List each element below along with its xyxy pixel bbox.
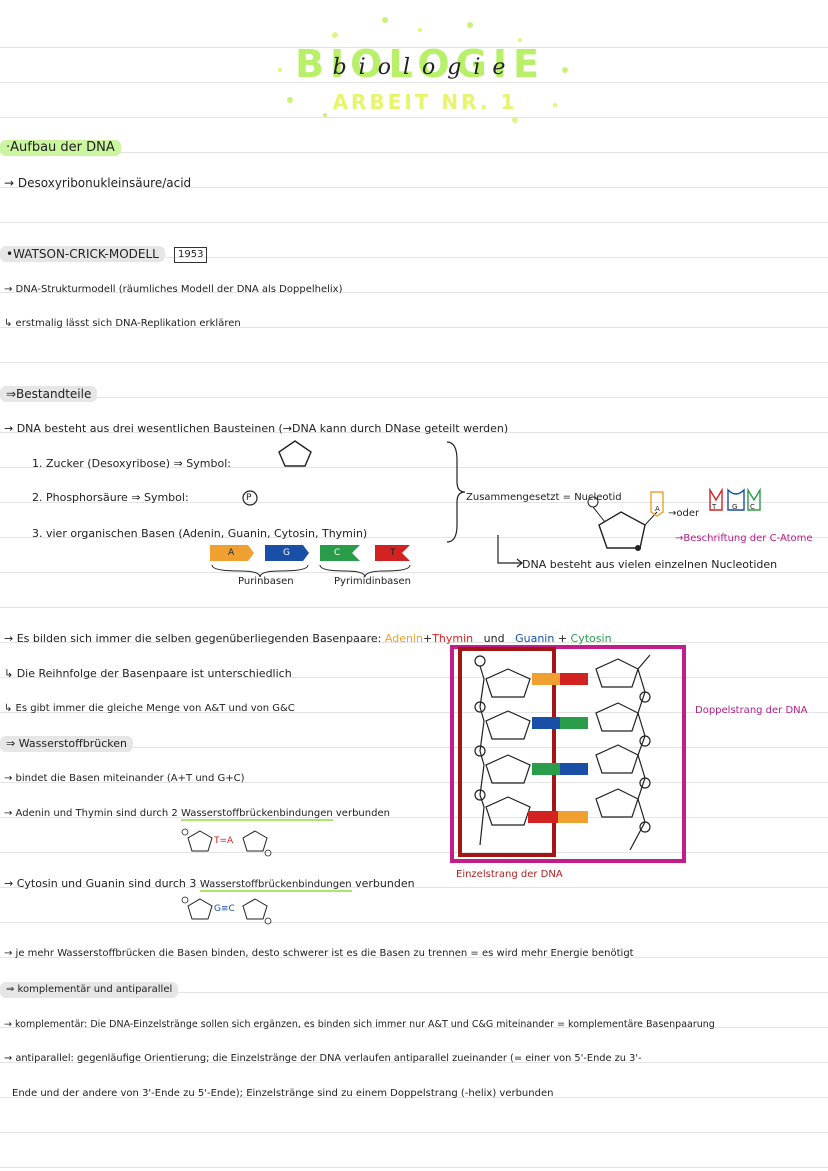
beschriftung-text: →Beschriftung der C-Atome xyxy=(675,533,813,544)
at-bond-diagram xyxy=(181,828,272,857)
wasserstoff-line3: → Cytosin und Guanin sind durch 3 Wasser… xyxy=(4,877,415,892)
dna-double-strand-diagram xyxy=(450,645,686,863)
base-label-c: C xyxy=(334,548,341,558)
watson-line2: ↳ erstmalig lässt sich DNA-Replikation e… xyxy=(4,318,241,329)
heading-komplementaer: ⇒ komplementär und antiparallel xyxy=(0,982,179,998)
cytosin-label: Cytosin xyxy=(570,632,612,645)
at-bond-label: T=A xyxy=(214,836,234,846)
oder-text: →oder xyxy=(668,508,700,519)
arrow-dna-besteht xyxy=(497,535,523,568)
heading-wasserstoff: ⇒ Wasserstoffbrücken xyxy=(0,736,133,752)
nucleotide-base-a: A xyxy=(655,505,660,513)
guanin-label: Guanin xyxy=(515,632,555,645)
doppelstrang-label: Doppelstrang der DNA xyxy=(695,705,808,716)
dna-besteht-text: DNA besteht aus vielen einzelnen Nucleot… xyxy=(522,558,778,571)
plus-2: + xyxy=(557,632,568,645)
alternative-bases xyxy=(709,487,761,511)
einzelstrang-label: Einzelstrang der DNA xyxy=(456,869,563,880)
base-shapes xyxy=(210,545,411,578)
heading-bestandteile: ⇒Bestandteile xyxy=(0,386,98,402)
komplementaer-line2: → antiparallel: gegenläufige Orientierun… xyxy=(4,1053,642,1064)
bestandteile-item2: 2. Phosphorsäure ⇒ Symbol: xyxy=(32,491,189,504)
wasserstoff-line3-prefix: → Cytosin und Guanin sind durch 3 xyxy=(4,877,197,890)
alt-base-c: C xyxy=(750,503,755,511)
plus-1: + xyxy=(422,632,433,645)
wasserstoff-line4: → je mehr Wasserstoffbrücken die Basen b… xyxy=(4,948,634,959)
wasserstoff-line3-suffix: verbunden xyxy=(355,877,415,890)
heading-aufbau: ·Aufbau der DNA xyxy=(0,140,121,156)
wasserstoff-line1: → bindet die Basen miteinander (A+T und … xyxy=(4,773,245,784)
year-box: 1953 xyxy=(174,247,208,263)
phosphate-symbol: P xyxy=(246,493,252,503)
bestandteile-line1: → DNA besteht aus drei wesentlichen Baus… xyxy=(4,422,509,435)
adenin-label: Adenin xyxy=(384,632,423,645)
basenpaare-line1: → Es bilden sich immer die selben gegenü… xyxy=(4,632,612,646)
basenpaare-prefix: → Es bilden sich immer die selben gegenü… xyxy=(4,632,382,645)
bestandteile-item1: 1. Zucker (Desoxyribose) ⇒ Symbol: xyxy=(32,457,231,470)
base-label-g: G xyxy=(283,548,290,558)
curly-brace xyxy=(446,441,466,543)
page-title: BIOLOGIE xyxy=(295,42,545,86)
wasserstoff-line3-ul: Wasserstoffbrückenbindungen xyxy=(199,879,352,892)
komplementaer-line3: Ende und der andere von 3'-Ende zu 5'-En… xyxy=(12,1088,554,1099)
base-label-a: A xyxy=(228,548,235,558)
wasserstoff-line2-prefix: → Adenin und Thymin sind durch 2 xyxy=(4,808,178,819)
purin-label: Purinbasen xyxy=(238,576,294,587)
phosphate-circle-icon xyxy=(242,490,258,506)
wasserstoff-line2-ul: Wasserstoffbrückenbindungen xyxy=(180,808,333,821)
base-label-t: T xyxy=(390,548,396,558)
page-title-script: biologie xyxy=(332,55,518,80)
alt-base-g: G xyxy=(732,503,738,511)
gc-bond-diagram xyxy=(181,896,272,925)
sugar-pentagon-icon xyxy=(278,440,312,467)
pyrimidin-label: Pyrimidinbasen xyxy=(334,576,411,587)
watson-line1: → DNA-Strukturmodell (räumliches Modell … xyxy=(4,284,343,295)
wasserstoff-line2-suffix: verbunden xyxy=(335,808,390,819)
page-subtitle: ARBEIT NR. 1 xyxy=(332,90,518,114)
heading-watson: •WATSON-CRICK-MODELL xyxy=(0,246,165,262)
basenpaare-line2: ↳ Die Reihnfolge der Basenpaare ist unte… xyxy=(4,667,292,680)
zusammengesetzt-text: Zusammengesetzt = Nucleotid xyxy=(466,492,622,503)
basenpaare-line3: ↳ Es gibt immer die gleiche Menge von A&… xyxy=(4,703,295,714)
bestandteile-item3: 3. vier organischen Basen (Adenin, Guani… xyxy=(32,527,368,540)
alt-base-t: T xyxy=(712,503,717,511)
wasserstoff-line2: → Adenin und Thymin sind durch 2 Wassers… xyxy=(4,807,390,821)
komplementaer-line1: → komplementär: Die DNA-Einzelstränge so… xyxy=(4,1019,715,1030)
nucleotide-diagram xyxy=(587,491,664,551)
und-label: und xyxy=(483,632,505,645)
title-decoration xyxy=(278,17,568,123)
aufbau-line1: → Desoxyribonukleinsäure/acid xyxy=(4,176,192,190)
gc-bond-label: G≡C xyxy=(214,904,235,914)
thymin-label: Thymin xyxy=(432,632,474,645)
